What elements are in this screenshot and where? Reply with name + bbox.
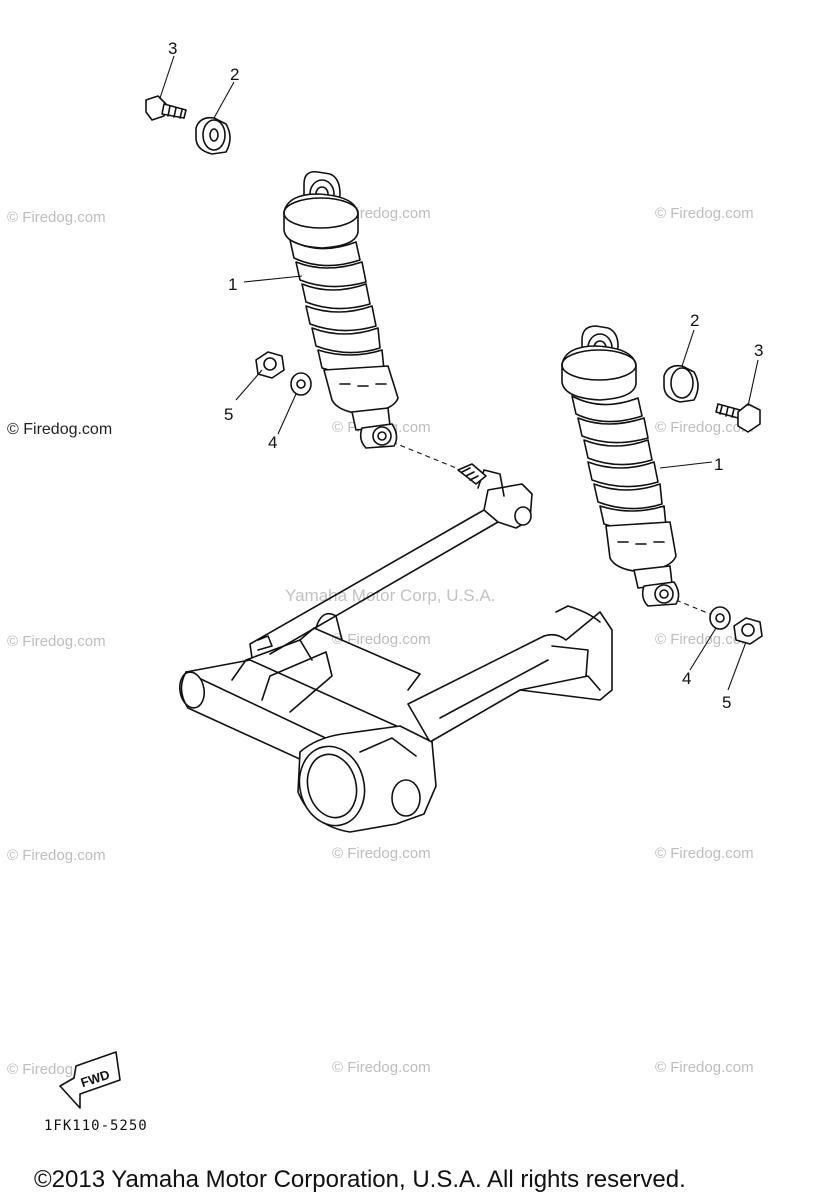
watermark: © Firedog.com xyxy=(655,631,754,648)
watermark: © Firedog.com xyxy=(332,631,431,648)
watermark: © Firedog.com xyxy=(655,205,754,222)
callout-2-top: 2 xyxy=(230,65,239,84)
watermark: © Firedog.com xyxy=(655,1059,754,1076)
callout-1-right: 1 xyxy=(714,455,723,474)
hardware xyxy=(145,95,763,645)
fwd-arrow: FWD xyxy=(59,1051,121,1109)
bolt-top-left xyxy=(145,95,187,121)
spring-coils xyxy=(289,239,385,375)
callout-4-left: 4 xyxy=(268,433,277,452)
swing-arm xyxy=(178,469,613,833)
callout-3-right: 3 xyxy=(754,341,763,360)
watermark: © Firedog.com xyxy=(7,421,112,438)
rear-shock-absorber-left xyxy=(283,170,399,449)
watermark: © Firedog.com xyxy=(7,633,106,650)
watermark: © Firedog.com xyxy=(7,847,106,864)
callouts: 3 2 1 5 4 2 3 1 4 5 xyxy=(168,39,763,712)
watermark: © Firedog.com xyxy=(7,209,106,226)
watermark: © Firedog.com xyxy=(655,845,754,862)
leader-lines xyxy=(159,55,759,691)
assembly-lines xyxy=(391,441,711,615)
washer-right xyxy=(709,606,731,630)
bushing-top-left xyxy=(195,116,231,155)
callout-2-right: 2 xyxy=(690,311,699,330)
rear-shock-absorber-right xyxy=(561,325,680,607)
watermark: © Firedog.com xyxy=(332,1059,431,1076)
nut-right xyxy=(733,617,763,645)
spring-coils xyxy=(571,395,667,531)
watermark: © Firedog.com xyxy=(332,845,431,862)
bushing-right xyxy=(663,364,699,403)
callout-5-right: 5 xyxy=(722,693,731,712)
copyright: ©2013 Yamaha Motor Corporation, U.S.A. A… xyxy=(34,1166,686,1193)
watermark: © Firedog.com xyxy=(655,419,754,436)
mounting-stud xyxy=(457,463,487,485)
nut-left xyxy=(255,351,285,379)
diagram-code: 1FK110-5250 xyxy=(44,1118,148,1134)
washer-left xyxy=(290,372,312,396)
watermarks: © Firedog.com © Firedog.com © Firedog.co… xyxy=(7,205,754,1078)
callout-4-right: 4 xyxy=(682,669,691,688)
callout-5-left: 5 xyxy=(224,405,233,424)
center-watermark: Yamaha Motor Corp, U.S.A. xyxy=(285,586,495,605)
callout-1-left: 1 xyxy=(228,275,237,294)
callout-3-top: 3 xyxy=(168,39,177,58)
